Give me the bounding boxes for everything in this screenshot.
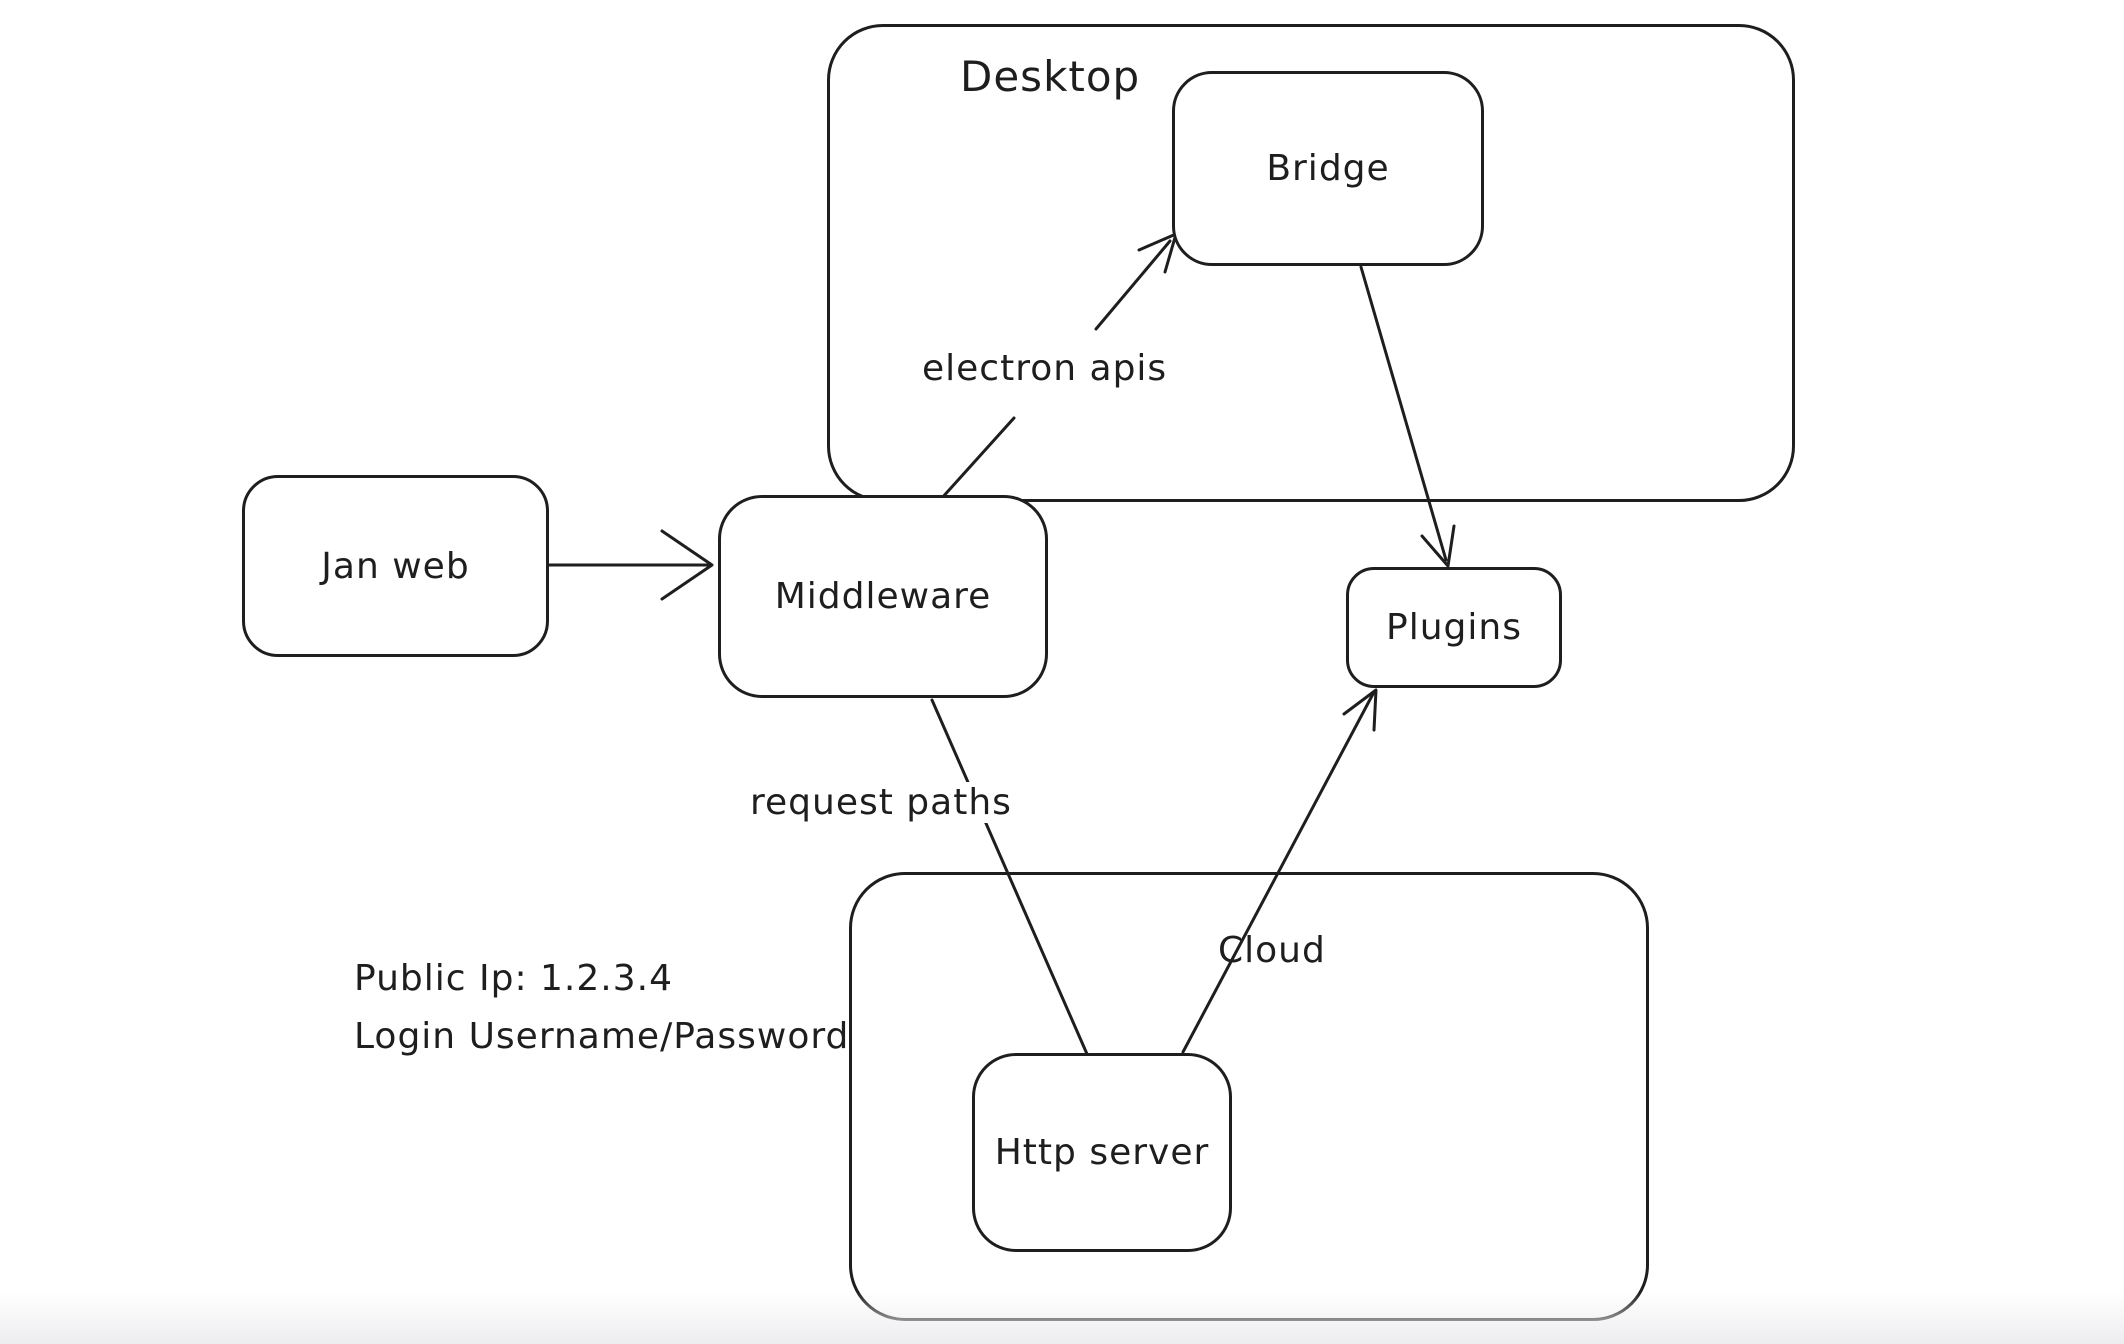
note-text[interactable]: Public Ip: 1.2.3.4 Login Username/Passwo… <box>354 950 849 1066</box>
arrow-shaft-upper <box>1094 239 1172 331</box>
arrow-bridge-to-plugins[interactable] <box>1359 265 1456 568</box>
line-middleware-to-http-server[interactable] <box>930 698 1089 1056</box>
node-jan-web-label: Jan web <box>321 545 470 587</box>
arrow-http-server-to-plugins[interactable] <box>1181 688 1378 1054</box>
arrow-shaft <box>1181 690 1376 1054</box>
canvas-bottom-gradient <box>0 1292 2124 1344</box>
node-middleware[interactable]: Middleware <box>718 495 1048 698</box>
container-cloud-label[interactable]: Cloud <box>1218 930 1326 971</box>
node-middleware-label: Middleware <box>774 576 992 617</box>
node-plugins[interactable]: Plugins <box>1346 567 1562 688</box>
arrowhead <box>1342 688 1378 732</box>
arrowhead <box>1420 524 1456 568</box>
arrow-jan-web-to-middleware[interactable] <box>547 529 714 601</box>
arrow-shaft <box>930 698 1089 1056</box>
edge-label-electron-apis[interactable]: electron apis <box>922 348 1168 389</box>
arrow-shaft-lower <box>939 416 1016 501</box>
edge-label-request-paths[interactable]: request paths <box>750 782 1012 823</box>
arrow-shaft <box>1359 265 1448 562</box>
node-bridge[interactable]: Bridge <box>1172 71 1484 266</box>
node-jan-web[interactable]: Jan web <box>242 475 549 657</box>
container-desktop[interactable] <box>827 24 1795 502</box>
node-http-server[interactable]: Http server <box>972 1053 1232 1252</box>
container-desktop-label[interactable]: Desktop <box>960 52 1141 101</box>
arrowhead <box>660 529 714 601</box>
note-line-public-ip: Public Ip: 1.2.3.4 <box>354 958 673 999</box>
node-plugins-label: Plugins <box>1386 607 1522 648</box>
node-http-server-label: Http server <box>994 1132 1210 1173</box>
node-bridge-label: Bridge <box>1266 148 1390 189</box>
note-line-login: Login Username/Password <box>354 1016 850 1057</box>
